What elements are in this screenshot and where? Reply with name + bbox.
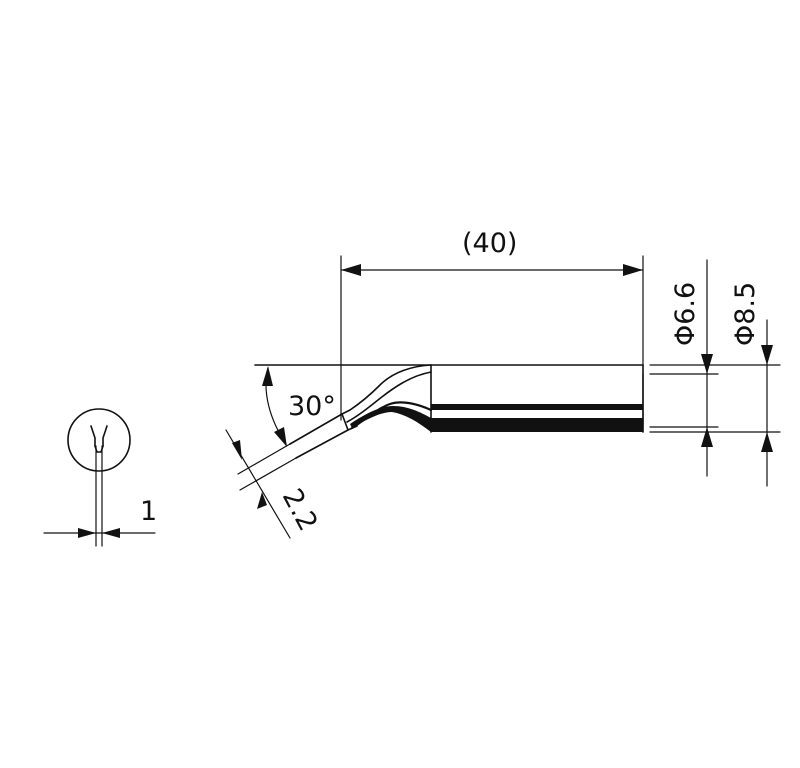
end-view-circle: [67, 408, 131, 472]
diameter-outer-arrowhead-bottom: [761, 432, 773, 452]
tip-thickness-label: 2.2: [276, 484, 324, 536]
tip-extension-bottom: [239, 457, 297, 491]
length-label: (40): [462, 228, 517, 259]
tip-wedge: [90, 425, 108, 447]
angle-label: 30°: [288, 391, 336, 422]
angle-arrowhead-top: [262, 366, 273, 386]
shank-band-lower: [431, 418, 643, 432]
diameter-inner-label: Φ6.6: [670, 282, 701, 346]
diameter-outer-arrowhead-top: [761, 345, 773, 365]
angle-dimension: [262, 366, 287, 447]
tip-body-shade: [350, 406, 431, 432]
thickness-arrowhead-top: [232, 440, 242, 460]
shank-band-upper: [431, 404, 643, 410]
arrowhead-width-left: [78, 528, 96, 538]
tip-shaft-top: [289, 413, 343, 445]
diameter-outer-dimension: [649, 319, 781, 487]
diameter-inner-arrowhead-bottom: [701, 427, 713, 447]
length-dimension: [340, 255, 644, 421]
tip-width-label: 1: [140, 496, 157, 527]
tip-side-view: [237, 364, 644, 491]
diameter-outer-label: Φ8.5: [730, 282, 761, 346]
length-arrowhead-left: [341, 264, 361, 276]
tip-curve-upper: [349, 364, 432, 411]
tip-extension-top: [237, 443, 291, 475]
length-arrowhead-right: [623, 264, 643, 276]
arrowhead-width-right: [102, 528, 120, 538]
diameter-inner-dimension: [649, 259, 719, 477]
thickness-arrowhead-bottom: [257, 492, 267, 509]
angle-arrowhead-bottom: [274, 427, 287, 447]
tip-end-view: [43, 408, 156, 547]
tip-curve-inner: [346, 371, 432, 423]
tip-collar: [341, 409, 358, 431]
tip-shaft-bottom: [295, 429, 349, 459]
tip-thickness-dimension: [225, 429, 291, 539]
diameter-inner-arrowhead-top: [701, 354, 713, 374]
